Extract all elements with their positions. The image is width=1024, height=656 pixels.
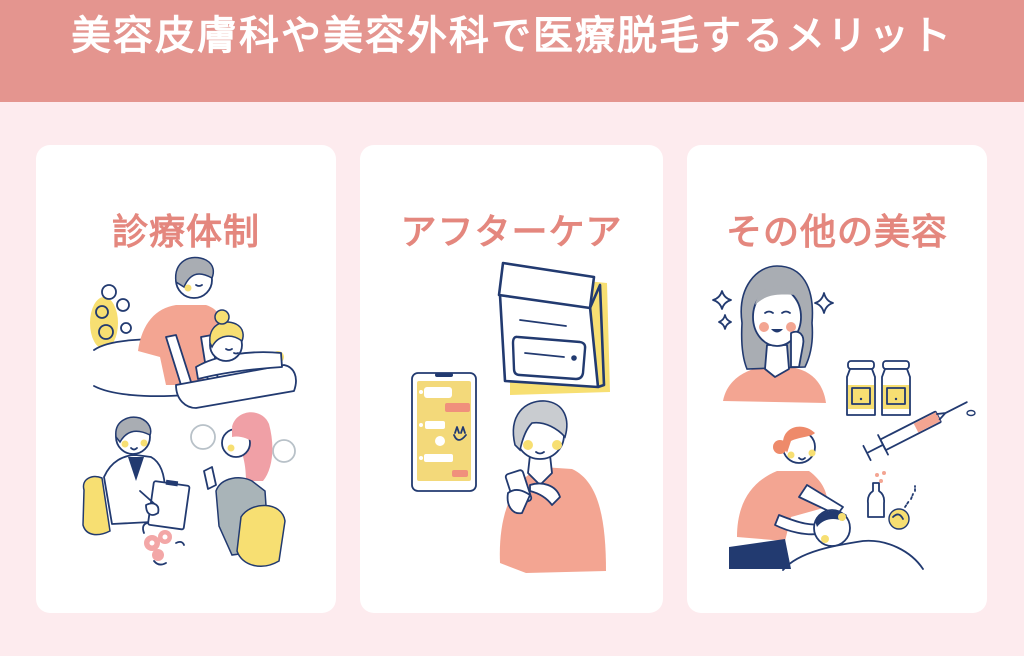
card-title: 診療体制	[111, 210, 260, 252]
sparkle-icon	[718, 314, 732, 330]
consultation-illustration	[82, 412, 296, 567]
card-aftercare: アフターケア	[360, 145, 663, 613]
card-illustrations	[411, 261, 610, 573]
card-illustrations	[82, 256, 297, 567]
massage-illustration	[90, 256, 297, 409]
droplet-icon	[966, 409, 976, 417]
smartphone-chat-illustration	[411, 372, 477, 492]
header-banner: 美容皮膚科や美容外科で医療脱毛するメリット	[0, 0, 1024, 102]
card-title: アフターケア	[400, 210, 623, 252]
vials-illustration	[846, 360, 911, 416]
medicine-bag-illustration	[497, 261, 610, 395]
sparkle-icon	[712, 290, 732, 310]
card-other-beauty: その他の美容	[687, 145, 987, 613]
woman-using-phone-illustration	[499, 400, 606, 573]
card-medical-system: 診療体制	[36, 145, 336, 613]
card-title: その他の美容	[725, 210, 948, 252]
smiling-woman-illustration	[712, 265, 834, 403]
page-title: 美容皮膚科や美容外科で医療脱毛するメリット	[71, 13, 953, 58]
sparkle-icon	[814, 292, 834, 314]
syringe-illustration	[862, 401, 968, 462]
card-illustrations	[712, 265, 976, 571]
facial-treatment-illustration	[729, 426, 924, 571]
